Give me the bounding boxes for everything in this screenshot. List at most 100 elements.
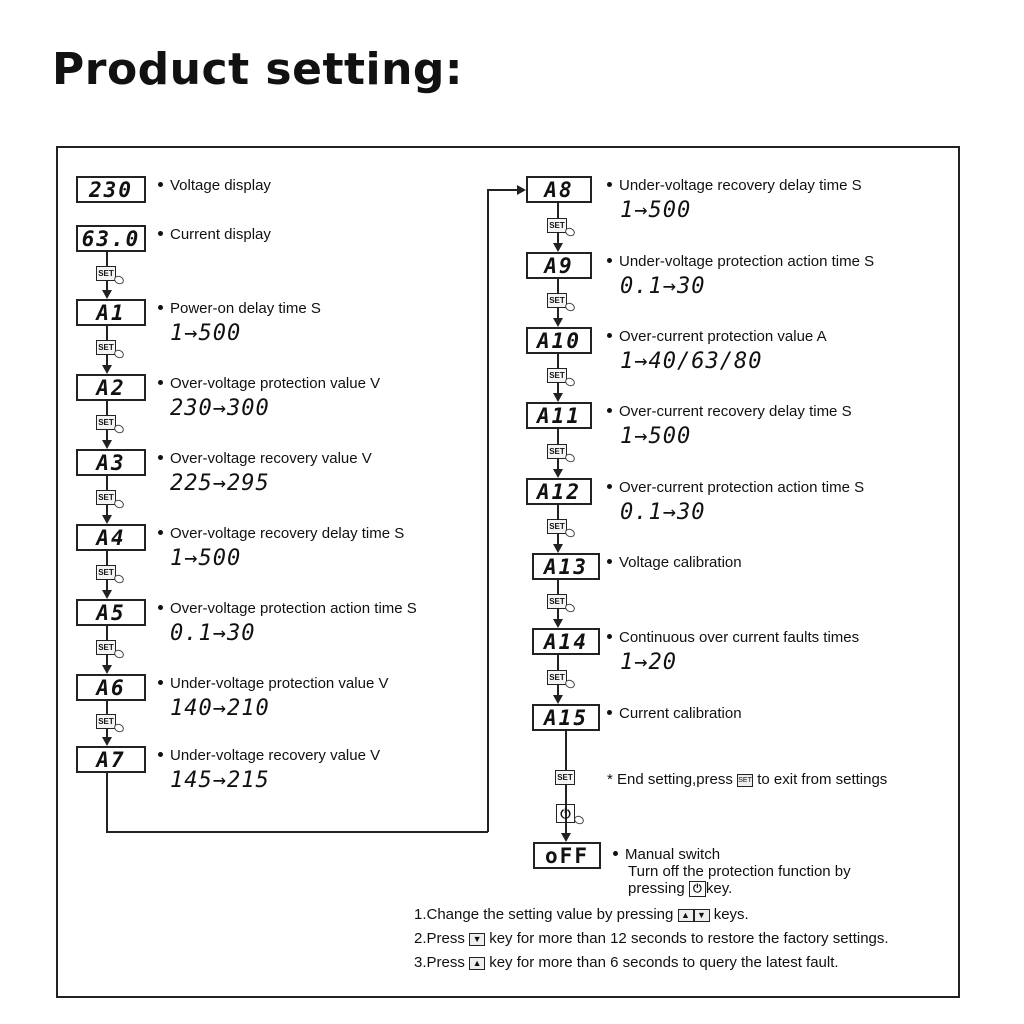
arrow-down-icon xyxy=(102,440,112,449)
arrow-down-icon xyxy=(553,393,563,402)
set-key-icon: SET xyxy=(96,640,116,655)
setting-label: Under-voltage recovery value V xyxy=(158,747,380,764)
set-key-icon: SET xyxy=(547,443,567,459)
setting-label-text: Over-voltage protection value V xyxy=(170,375,381,392)
power-key-icon: ⏻ xyxy=(688,881,706,898)
lcd-display-63-0: 63.0 xyxy=(76,225,146,252)
setting-label: Power-on delay time S xyxy=(158,300,321,317)
connector-line xyxy=(487,189,489,832)
page-title: Product setting: xyxy=(52,44,464,95)
setting-label-text: Over-current protection action time S xyxy=(619,479,865,496)
lcd-display-a14: A14 xyxy=(532,628,600,655)
bullet-icon xyxy=(607,558,612,564)
set-key-icon: SET xyxy=(96,415,116,430)
setting-range: 140→210 xyxy=(170,696,270,721)
set-key-icon: SET xyxy=(96,713,116,729)
setting-label-text: Current calibration xyxy=(619,705,742,722)
lcd-display-a3: A3 xyxy=(76,449,146,476)
lcd-display-a9: A9 xyxy=(526,252,592,279)
setting-label: Over-voltage protection action time S xyxy=(158,600,417,617)
set-key-icon: SET xyxy=(737,773,754,787)
end-setting-note: * End setting,press SET to exit from set… xyxy=(607,771,887,788)
setting-label: Over-current protection value A xyxy=(607,328,827,345)
set-key-icon: SET xyxy=(555,770,575,785)
arrow-down-icon xyxy=(553,318,563,327)
lcd-display-a12: A12 xyxy=(526,478,592,505)
arrow-down-icon xyxy=(553,243,563,252)
bullet-icon xyxy=(607,332,612,338)
setting-range: 0.1→30 xyxy=(620,500,706,525)
settings-diagram-frame xyxy=(56,146,960,998)
setting-label: Over-current recovery delay time S xyxy=(607,403,852,420)
lcd-display-a10: A10 xyxy=(526,327,592,354)
lcd-display-a6: A6 xyxy=(76,674,146,701)
bullet-icon xyxy=(158,454,163,460)
lcd-display-a15: A15 xyxy=(532,704,600,731)
up-key-icon: ▲ xyxy=(469,956,486,970)
manual-switch-desc-2: pressing ⏻key. xyxy=(628,880,733,898)
setting-label: Over-current protection action time S xyxy=(607,479,864,496)
lcd-display-a13: A13 xyxy=(532,553,600,580)
bullet-icon xyxy=(158,529,163,535)
lcd-display-a4: A4 xyxy=(76,524,146,551)
setting-label-text: Under-voltage recovery value V xyxy=(170,747,381,764)
bullet-icon xyxy=(158,679,163,685)
arrow-down-icon xyxy=(553,619,563,628)
note-2: 2.Press ▼ key for more than 12 seconds t… xyxy=(414,930,889,947)
setting-label: Over-voltage recovery value V xyxy=(158,450,372,467)
bullet-icon xyxy=(607,181,612,187)
setting-label-text: Under-voltage recovery delay time S xyxy=(619,177,862,194)
off-line3-suffix: key. xyxy=(705,880,733,897)
set-key-icon: SET xyxy=(547,669,567,685)
setting-label: Continuous over current faults times xyxy=(607,629,859,646)
lcd-display-a1: A1 xyxy=(76,299,146,326)
bullet-icon xyxy=(613,850,618,856)
set-key-icon: SET xyxy=(547,217,567,233)
lcd-display-a7: A7 xyxy=(76,746,146,773)
setting-label: Current calibration xyxy=(607,705,742,722)
setting-label: Over-voltage protection value V xyxy=(158,375,380,392)
arrow-right-icon xyxy=(517,185,526,195)
note-3-prefix: 3.Press xyxy=(414,954,465,971)
connector-line xyxy=(106,831,488,833)
setting-range: 0.1→30 xyxy=(620,274,706,299)
arrow-down-icon xyxy=(102,665,112,674)
bullet-icon xyxy=(158,604,163,610)
setting-label: Under-voltage recovery delay time S xyxy=(607,177,862,194)
bullet-icon xyxy=(158,230,163,236)
note-1: 1.Change the setting value by pressing ▲… xyxy=(414,906,749,923)
arrow-down-icon xyxy=(102,365,112,374)
arrow-down-icon xyxy=(102,290,112,299)
setting-label-text: Over-voltage recovery value V xyxy=(170,450,372,467)
setting-label-text: Under-voltage protection value V xyxy=(170,675,389,692)
setting-label-text: Over-current recovery delay time S xyxy=(619,403,852,420)
note-3: 3.Press ▲ key for more than 6 seconds to… xyxy=(414,954,839,971)
arrow-down-icon xyxy=(102,515,112,524)
set-key-icon: SET xyxy=(547,293,567,308)
up-key-icon: ▲ xyxy=(677,908,694,922)
setting-range: 1→500 xyxy=(620,424,692,449)
setting-label: Over-voltage recovery delay time S xyxy=(158,525,404,542)
bullet-icon xyxy=(158,304,163,310)
off-line1: Manual switch xyxy=(625,846,721,863)
setting-range: 1→20 xyxy=(620,650,677,675)
arrow-down-icon xyxy=(561,833,571,842)
bullet-icon xyxy=(158,379,163,385)
connector-line xyxy=(106,773,108,831)
note-3-suffix: key for more than 6 seconds to query the… xyxy=(489,954,839,971)
setting-label-text: Power-on delay time S xyxy=(170,300,321,317)
lcd-display-a11: A11 xyxy=(526,402,592,429)
arrow-down-icon xyxy=(553,469,563,478)
lcd-display-a8: A8 xyxy=(526,176,592,203)
set-key-icon: SET xyxy=(96,565,116,580)
setting-label-text: Over-voltage protection action time S xyxy=(170,600,417,617)
lcd-display-230: 230 xyxy=(76,176,146,203)
setting-range: 230→300 xyxy=(170,396,270,421)
setting-range: 225→295 xyxy=(170,471,270,496)
setting-label-text: Voltage display xyxy=(170,177,271,194)
arrow-down-icon xyxy=(553,544,563,553)
end-note-prefix: * End setting,press xyxy=(607,771,733,788)
setting-range: 1→500 xyxy=(620,198,692,223)
setting-label-text: Over-current protection value A xyxy=(619,328,827,345)
setting-label-text: Under-voltage protection action time S xyxy=(619,253,875,270)
